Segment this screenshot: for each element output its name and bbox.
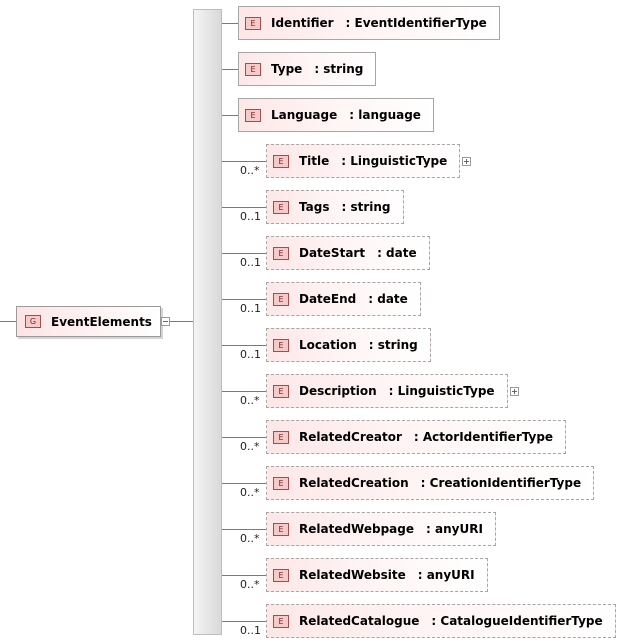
collapse-icon[interactable] (161, 317, 170, 326)
element-type: : LinguisticType (341, 154, 448, 168)
element-datestart[interactable]: E DateStart : date (266, 236, 430, 270)
element-connector-line (222, 161, 266, 162)
element-badge: E (273, 522, 289, 536)
element-type: : EventIdentifierType (345, 16, 487, 30)
element-cardinality: 0..1 (240, 256, 261, 269)
element-connector-line (222, 115, 238, 116)
element-badge: E (273, 338, 289, 352)
element-connector-line (222, 437, 266, 438)
element-name: RelatedWebsite (299, 568, 406, 582)
element-connector-line (222, 621, 266, 622)
element-name: Type (271, 62, 303, 76)
element-description[interactable]: E Description : LinguisticType (266, 374, 508, 408)
element-cardinality: 0..* (240, 394, 260, 407)
element-connector-line (222, 529, 266, 530)
element-badge: E (273, 476, 289, 490)
element-badge: E (273, 384, 289, 398)
element-cardinality: 0..* (240, 578, 260, 591)
element-title[interactable]: E Title : LinguisticType (266, 144, 461, 178)
element-cardinality: 0..* (240, 164, 260, 177)
element-location[interactable]: E Location : string (266, 328, 431, 362)
element-name: RelatedCatalogue (299, 614, 420, 628)
element-name: RelatedCreator (299, 430, 402, 444)
element-name: Location (299, 338, 357, 352)
element-type: : ActorIdentifierType (413, 430, 554, 444)
element-name: RelatedCreation (299, 476, 409, 490)
element-relatedcatalogue[interactable]: E RelatedCatalogue : CatalogueIdentifierTy… (266, 604, 616, 638)
element-connector-line (222, 299, 266, 300)
element-connector-line (222, 345, 266, 346)
element-badge: E (273, 200, 289, 214)
element-name: Description (299, 384, 377, 398)
element-type[interactable]: E Type : string (238, 52, 377, 86)
element-connector-line (222, 575, 266, 576)
element-badge: E (273, 154, 289, 168)
element-cardinality: 0..* (240, 440, 260, 453)
element-cardinality: 0..1 (240, 302, 261, 315)
element-relatedcreator[interactable]: E RelatedCreator : ActorIdentifierType (266, 420, 567, 454)
element-badge: E (273, 292, 289, 306)
element-name: DateEnd (299, 292, 357, 306)
element-type: : string (368, 338, 418, 352)
element-badge: E (273, 246, 289, 260)
element-relatedwebpage[interactable]: E RelatedWebpage : anyURI (266, 512, 496, 546)
element-badge: E (273, 614, 289, 628)
element-type: : string (341, 200, 391, 214)
element-name: Title (299, 154, 330, 168)
element-language[interactable]: E Language : language (238, 98, 434, 132)
element-connector-line (222, 391, 266, 392)
element-identifier[interactable]: E Identifier : EventIdentifierType (238, 6, 500, 40)
element-badge: E (245, 108, 261, 122)
group-name: EventElements (51, 314, 152, 329)
element-connector-line (222, 69, 238, 70)
element-cardinality: 0..1 (240, 348, 261, 361)
element-connector-line (222, 253, 266, 254)
expand-icon[interactable] (462, 157, 471, 166)
element-type: : CatalogueIdentifierType (431, 614, 603, 628)
element-type: : date (377, 246, 417, 260)
group-eventelements[interactable]: G EventElements (16, 306, 161, 337)
group-inbound-line (0, 321, 16, 322)
element-type: : string (314, 62, 364, 76)
element-connector-line (222, 23, 238, 24)
expand-icon[interactable] (510, 387, 519, 396)
element-tags[interactable]: E Tags : string (266, 190, 404, 224)
element-cardinality: 0..* (240, 486, 260, 499)
group-badge: G (25, 315, 41, 328)
element-type: : LinguisticType (388, 384, 495, 398)
element-dateend[interactable]: E DateEnd : date (266, 282, 421, 316)
element-relatedcreation[interactable]: E RelatedCreation : CreationIdentifierType (266, 466, 595, 500)
element-type: : date (368, 292, 408, 306)
group-to-sequence-line (170, 321, 200, 322)
sequence-bar (193, 9, 222, 635)
element-type: : anyURI (426, 522, 483, 536)
element-type: : language (349, 108, 421, 122)
element-name: Tags (299, 200, 330, 214)
element-badge: E (273, 430, 289, 444)
element-badge: E (245, 16, 261, 30)
element-cardinality: 0..1 (240, 210, 261, 223)
element-name: DateStart (299, 246, 366, 260)
element-connector-line (222, 483, 266, 484)
element-name: Identifier (271, 16, 334, 30)
element-name: RelatedWebpage (299, 522, 415, 536)
element-name: Language (271, 108, 338, 122)
element-badge: E (245, 62, 261, 76)
element-badge: E (273, 568, 289, 582)
element-type: : CreationIdentifierType (420, 476, 582, 490)
element-cardinality: 0..* (240, 532, 260, 545)
element-connector-line (222, 207, 266, 208)
element-cardinality: 0..1 (240, 624, 261, 637)
element-relatedwebsite[interactable]: E RelatedWebsite : anyURI (266, 558, 488, 592)
element-type: : anyURI (417, 568, 475, 582)
